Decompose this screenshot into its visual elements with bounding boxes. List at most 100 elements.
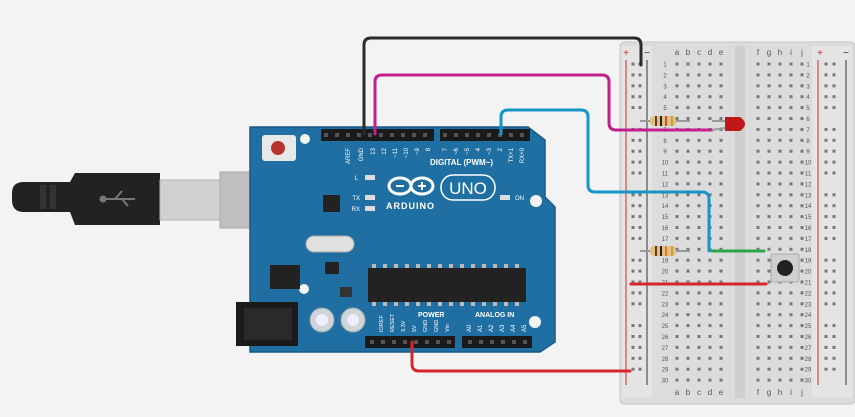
breadboard[interactable]: + − + − 11223344556677889910101111121213… <box>619 41 855 405</box>
wire-black-gnd[interactable] <box>362 36 643 136</box>
crystal-oscillator <box>305 235 355 253</box>
right-power-rail <box>812 46 852 398</box>
row-number-right: 29 <box>805 368 812 374</box>
wire-blue-pin2[interactable] <box>499 108 711 253</box>
row-number-right: 27 <box>805 346 812 352</box>
arduino-infinity-logo <box>387 176 435 196</box>
row-number-left: 9 <box>663 150 667 156</box>
wire-red-5v[interactable] <box>410 340 632 373</box>
row-number-left: 27 <box>662 346 669 352</box>
resistor-led[interactable] <box>640 116 690 126</box>
capacitor-top <box>347 314 359 326</box>
column-letter: j <box>800 48 803 57</box>
digital-header-high <box>321 129 434 141</box>
top-pin-label: RX+0 <box>520 147 526 163</box>
row-number-right: 3 <box>806 84 810 90</box>
column-letter: f <box>757 388 760 397</box>
column-letter: d <box>708 388 712 397</box>
row-number-left: 5 <box>663 106 667 112</box>
analog-pin-label: A0 <box>467 324 473 332</box>
analog-header-label: ANALOG IN <box>475 312 514 319</box>
column-letter: c <box>697 48 701 57</box>
top-pin-label: TX+1 <box>509 147 515 162</box>
voltage-regulator <box>270 265 300 289</box>
rail-plus-right: + <box>817 48 823 59</box>
row-number-left: 20 <box>662 270 669 276</box>
column-letter: g <box>767 48 771 57</box>
row-number-right: 11 <box>805 172 812 178</box>
row-number-left: 14 <box>662 204 669 210</box>
top-pin-label: 7 <box>443 147 449 151</box>
top-pin-label: 13 <box>371 147 377 154</box>
row-number-right: 7 <box>806 128 810 134</box>
rail-minus-left: − <box>644 48 650 59</box>
row-number-right: 12 <box>805 182 812 188</box>
row-number-right: 16 <box>805 226 812 232</box>
small-chip <box>325 262 339 274</box>
row-number-right: 30 <box>805 379 812 385</box>
row-number-left: 3 <box>663 84 667 90</box>
power-pin-label: 3.3V <box>401 320 407 332</box>
push-button-cap[interactable] <box>777 260 793 276</box>
analog-pin-label: A1 <box>478 324 484 332</box>
top-pin-label: ~5 <box>465 147 471 155</box>
row-number-left: 22 <box>662 291 669 297</box>
wires[interactable] <box>362 36 768 373</box>
push-button[interactable] <box>770 253 800 283</box>
row-number-right: 9 <box>806 150 810 156</box>
row-number-right: 10 <box>805 161 812 167</box>
power-pin-label: GND <box>423 320 429 332</box>
led-on <box>500 195 510 200</box>
digital-header-low <box>440 129 530 141</box>
row-number-right: 18 <box>805 248 812 254</box>
row-number-left: 12 <box>662 182 669 188</box>
row-number-right: 20 <box>805 270 812 276</box>
led-rx-label: RX <box>352 207 360 213</box>
top-pin-label: 12 <box>382 147 388 154</box>
row-number-left: 11 <box>662 172 669 178</box>
column-letter: a <box>675 48 680 57</box>
led-bulb <box>725 117 745 131</box>
row-number-left: 25 <box>662 324 669 330</box>
row-number-right: 22 <box>805 291 812 297</box>
row-number-left: 29 <box>662 368 669 374</box>
column-letter: f <box>757 48 760 57</box>
row-number-right: 19 <box>805 259 812 265</box>
led-tx-label: TX <box>352 196 360 202</box>
row-number-left: 8 <box>663 139 667 145</box>
usb-grip <box>40 185 46 209</box>
row-number-right: 13 <box>805 193 812 199</box>
mount-hole <box>300 134 310 144</box>
usb-plug-body <box>12 173 160 225</box>
rail-minus-right: − <box>843 48 849 59</box>
row-number-right: 25 <box>805 324 812 330</box>
row-number-right: 2 <box>806 73 810 79</box>
resistor-button[interactable] <box>640 246 690 256</box>
power-header <box>365 336 455 348</box>
column-letter: d <box>708 48 712 57</box>
row-number-right: 6 <box>806 117 810 123</box>
led-red[interactable] <box>711 117 745 131</box>
row-number-left: 15 <box>662 215 669 221</box>
column-letter: j <box>800 388 803 397</box>
top-pin-label: ~10 <box>404 147 410 158</box>
wire-magenta-pin13[interactable] <box>373 73 714 136</box>
mount-hole <box>529 316 541 328</box>
top-pin-label: 4 <box>476 147 482 151</box>
usb-chip <box>323 195 340 212</box>
reset-button[interactable] <box>271 141 285 155</box>
column-letter: i <box>790 48 792 57</box>
column-letter: g <box>767 388 771 397</box>
row-number-left: 19 <box>662 259 669 265</box>
usb-connector-sleeve <box>159 179 221 221</box>
row-number-right: 17 <box>805 237 812 243</box>
capacitor-top <box>316 314 328 326</box>
power-pin-label: GND <box>434 320 440 332</box>
row-number-right: 5 <box>806 106 810 112</box>
small-chip <box>340 287 352 297</box>
